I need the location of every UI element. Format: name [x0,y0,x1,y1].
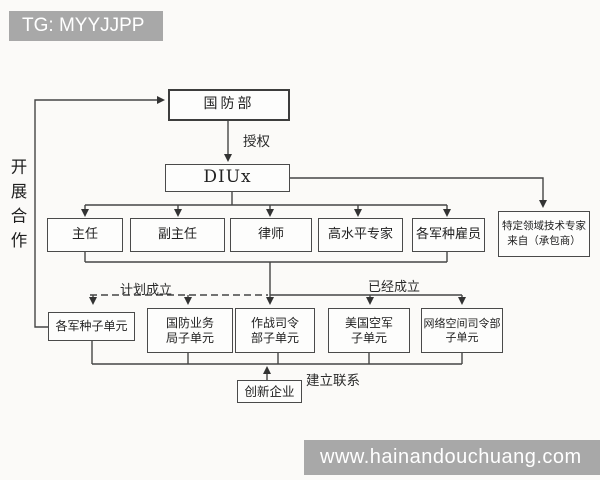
contact-label: 建立联系 [306,373,360,389]
planned-label: 计划成立 [120,283,173,298]
telegram-watermark-badge: TG: MYYJJPP [9,11,163,41]
subunit-box-services: 各军种子单元 [48,312,135,341]
subunit-box-defense-business: 国防业务 局子单元 [147,308,233,353]
subunit-box-cyber-command: 网络空间司令部 子单元 [421,308,503,353]
staff-box-deputy-director: 副主任 [130,218,225,252]
contractor-line1: 特定领域技术专家 [502,220,586,233]
subunit-box-us-air-force: 美国空军 子单元 [328,308,410,353]
cooperation-note: 开展合作 [8,158,27,256]
diux-to-contractor-line [290,177,547,208]
staff-box-experts: 高水平专家 [318,218,403,252]
cooperation-line [34,96,165,328]
startup-box: 创新企业 [237,380,302,403]
contractor-experts-box: 特定领域技术专家 来自（承包商） [498,211,590,257]
site-watermark: www.hainandouchuang.com [304,440,600,475]
staff-box-lawyer: 律师 [230,218,312,252]
staff-box-service-employees: 各军种雇员 [412,218,485,252]
established-label: 已经成立 [368,280,421,295]
diux-box: DIUx [165,164,290,192]
authorize-label: 授权 [243,134,270,150]
dod-box: 国防部 [168,89,290,121]
staff-box-director: 主任 [47,218,123,252]
subunit-box-combat-command: 作战司令 部子单元 [235,308,315,353]
contractor-line2: 来自（承包商） [507,235,581,247]
